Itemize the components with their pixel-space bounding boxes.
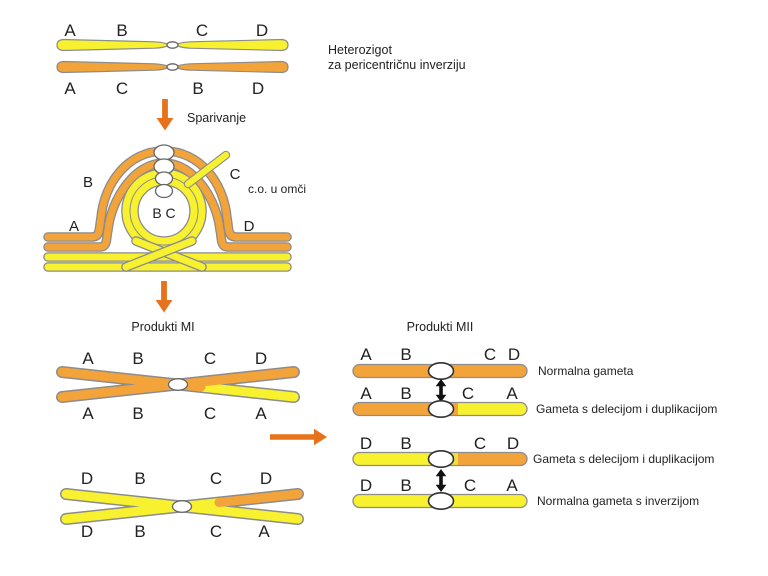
centromere [171, 500, 193, 513]
gamete3-label: C [474, 434, 486, 453]
gamete1-name: Normalna gameta [538, 364, 634, 378]
centromere [166, 63, 179, 71]
gamete4-name: Normalna gameta s inverzijom [537, 494, 699, 508]
mi1-top-label: C [204, 349, 216, 368]
mi2-bottom-label: B [134, 522, 145, 541]
mii-gamete-3: D B C D Gameta s delecijom i duplikacijo… [352, 434, 714, 468]
gamete-bar [353, 452, 527, 466]
loop-label-c: C [230, 166, 241, 183]
gamete2-label: B [400, 384, 411, 403]
caption-line2: za pericentričnu inverziju [328, 58, 466, 72]
mi2-top-label: D [81, 469, 93, 488]
centromere [427, 361, 455, 380]
top-chrom-label-b: B [116, 21, 127, 40]
double-arrow-icon [435, 379, 447, 402]
mi2-top-label: D [260, 469, 272, 488]
mi2-bottom-label: C [210, 522, 222, 541]
mi-product-2: D B C D D B C A [60, 469, 304, 541]
pairing-arrow-label: Sparivanje [187, 111, 246, 125]
gamete3-label: D [507, 434, 519, 453]
centromere [427, 399, 455, 418]
normal-chromosome [56, 38, 289, 52]
mii-gamete-1: A B C D Normalna gameta [352, 345, 634, 380]
mi1-bottom-label: C [204, 404, 216, 423]
mi2-bottom-label: D [81, 522, 93, 541]
bottom-chrom-label-d: D [252, 79, 264, 98]
centromere [427, 491, 455, 510]
gamete1-label: A [360, 345, 372, 364]
mii-gamete-2: A B C A Gameta s delecijom i duplikacijo… [352, 384, 717, 418]
bottom-chrom-label-c: C [116, 79, 128, 98]
centromere [154, 171, 174, 186]
gamete4-label: A [506, 476, 518, 495]
mi1-top-label: B [132, 349, 143, 368]
gamete2-label: A [506, 384, 518, 403]
gamete1-label: D [508, 345, 520, 364]
mi2-bottom-label: A [258, 522, 270, 541]
gamete3-label: B [400, 434, 411, 453]
crossover-strand [183, 150, 231, 189]
mii-gamete-4: D B C A Normalna gameta s inverzijom [352, 476, 699, 510]
gamete3-name: Gameta s delecijom i duplikacijom [533, 452, 714, 466]
loop-label-d: D [244, 218, 255, 235]
centromere [153, 144, 175, 161]
pairing-loop: B A C D B C c.o. u omči [43, 144, 306, 272]
caption-line1: Heterozigot [328, 43, 392, 57]
gamete1-label: B [400, 345, 411, 364]
gamete1-label: C [484, 345, 496, 364]
gamete4-label: D [360, 476, 372, 495]
centromere [167, 378, 189, 391]
top-chrom-label-d: D [256, 21, 268, 40]
top-chrom-label-c: C [196, 21, 208, 40]
centromere [166, 41, 179, 49]
loop-label-a: A [69, 218, 79, 235]
mi2-top-label: B [134, 469, 145, 488]
down-arrow-icon [156, 99, 174, 131]
bottom-chrom-label-b: B [192, 79, 203, 98]
centromere [427, 449, 455, 468]
gamete3-label: D [360, 434, 372, 453]
down-arrow-icon [155, 281, 173, 313]
loop-label-bc: B C [152, 205, 175, 221]
gamete4-label: C [464, 476, 476, 495]
mii-title: Produkti MII [407, 320, 474, 334]
mi1-top-label: A [82, 349, 94, 368]
right-arrow-icon [270, 428, 327, 446]
gamete2-label: C [462, 384, 474, 403]
mi-product-1: A B C D A B C A [56, 349, 300, 423]
heterozygote-pair: A B C D A C B D Heterozigot za pericentr… [56, 21, 466, 98]
bottom-chrom-label-a: A [64, 79, 76, 98]
double-arrow-icon [435, 469, 447, 492]
mi1-bottom-label: A [82, 404, 94, 423]
inverted-chromosome [56, 60, 289, 74]
gamete4-label: B [400, 476, 411, 495]
crossover-label: c.o. u omči [248, 182, 306, 196]
mi1-top-label: D [255, 349, 267, 368]
loop-label-b: B [83, 174, 93, 191]
mi-title: Produkti MI [131, 320, 194, 334]
mi1-bottom-label: A [255, 404, 267, 423]
centromere [154, 183, 174, 199]
bottom-strand-crossing [121, 236, 207, 272]
mi2-top-label: C [210, 469, 222, 488]
gamete2-label: A [360, 384, 372, 403]
mi1-bottom-label: B [132, 404, 143, 423]
top-chrom-label-a: A [64, 21, 76, 40]
gamete2-name: Gameta s delecijom i duplikacijom [536, 402, 717, 416]
